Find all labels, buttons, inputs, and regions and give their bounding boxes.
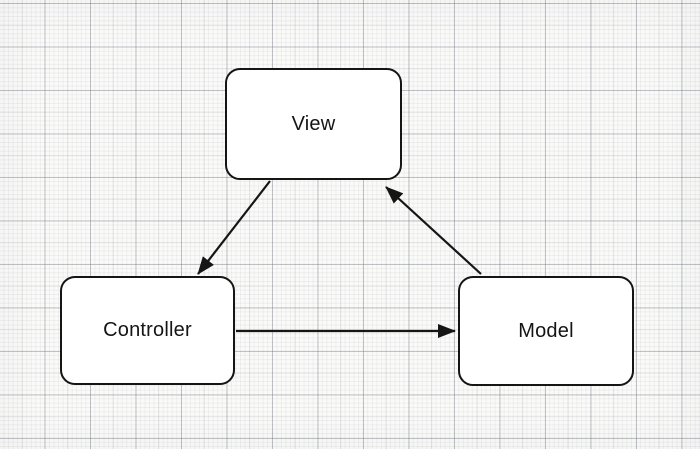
node-controller-label: Controller [103, 319, 192, 341]
node-model[interactable]: Model [458, 276, 634, 386]
node-view[interactable]: View [225, 68, 402, 180]
connector-view-to-controller[interactable] [197, 180, 271, 275]
node-controller[interactable]: Controller [60, 276, 235, 385]
connector-model-to-view[interactable] [385, 186, 482, 275]
node-model-label: Model [518, 319, 574, 342]
node-view-label: View [291, 112, 336, 135]
